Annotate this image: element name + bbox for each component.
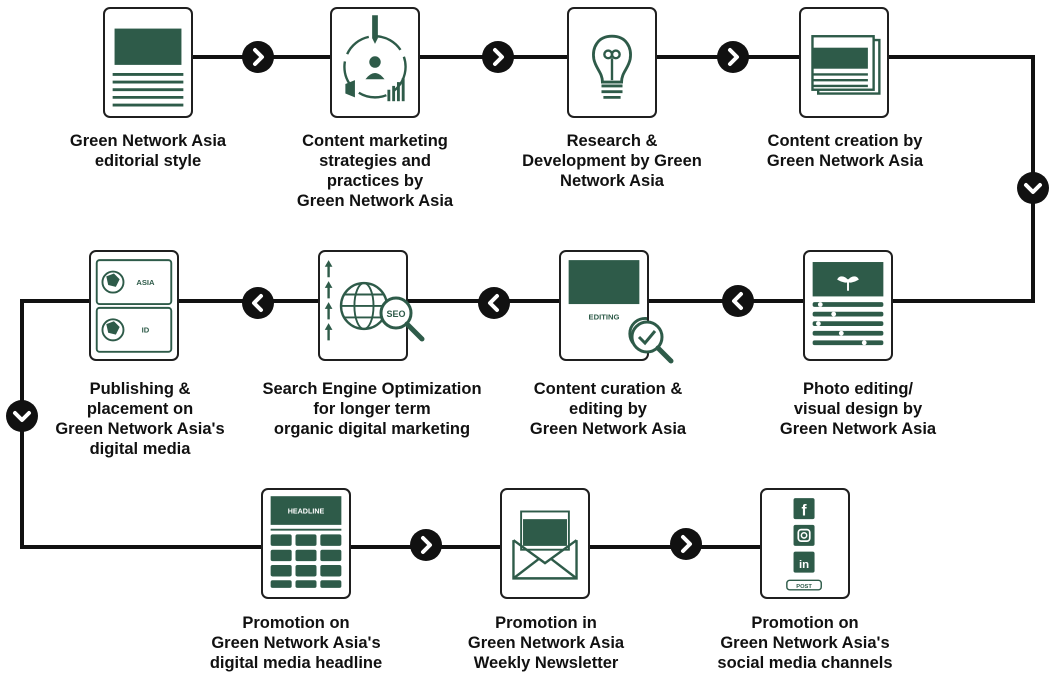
newspaper-icon — [811, 35, 881, 95]
card-content-creation — [799, 7, 889, 118]
arrow-left-icon — [722, 285, 754, 317]
arrow-right-icon — [717, 41, 749, 73]
arrow-left-icon — [242, 287, 274, 319]
card-photo-editing — [803, 250, 893, 361]
card-content-strategies — [330, 7, 420, 118]
newsletter-envelope-icon — [512, 510, 578, 580]
arrow-right-icon — [242, 41, 274, 73]
step-2-caption: Content marketing strategies and practic… — [296, 132, 454, 210]
card-research-development — [567, 7, 657, 118]
arrow-down-icon — [6, 400, 38, 432]
arrow-right-icon — [482, 41, 514, 73]
step-11-caption: Promotion on Green Network Asia's social… — [717, 614, 893, 672]
arrow-down-icon — [1017, 172, 1049, 204]
arrow-right-icon — [410, 529, 442, 561]
card-headline: HEADLINE — [261, 488, 351, 599]
step-10-caption: Promotion in Green Network Asia Weekly N… — [467, 614, 625, 672]
step-5-caption: Photo editing/ visual design by Green Ne… — [779, 380, 937, 438]
step-6-caption: Content curation & editing by Green Netw… — [529, 380, 687, 438]
facebook-icon: f — [801, 502, 807, 519]
linkedin-icon: in — [799, 559, 809, 571]
arrow-right-icon — [670, 528, 702, 560]
card-seo — [318, 250, 408, 361]
arrow-left-icon — [478, 287, 510, 319]
step-3-caption: Research & Development by Green Network … — [522, 132, 702, 190]
headline-label: HEADLINE — [288, 507, 325, 515]
card-newsletter — [500, 488, 590, 599]
card-social-media: f in POST — [760, 488, 850, 599]
publish-flags-icon: ASIA ID — [95, 259, 173, 353]
photo-layout-icon — [812, 262, 884, 346]
id-label: ID — [142, 326, 150, 335]
card-publishing: ASIA ID — [89, 250, 179, 361]
document-icon — [112, 28, 184, 107]
post-label: POST — [796, 584, 812, 590]
headline-grid-icon: HEADLINE — [270, 496, 342, 588]
social-media-icon: f in POST — [786, 498, 822, 591]
seo-label: SEO — [386, 309, 405, 319]
step-9-caption: Promotion on Green Network Asia's digita… — [209, 614, 383, 672]
seo-magnifier-icon: SEO — [379, 296, 425, 342]
magnifier-handle-icon — [630, 320, 674, 364]
lightbulb-icon — [592, 34, 632, 99]
asia-label: ASIA — [136, 278, 155, 287]
step-1-caption: Green Network Asia editorial style — [69, 132, 227, 170]
step-8-caption: Publishing & placement on Green Network … — [55, 380, 225, 458]
step-4-caption: Content creation by Green Network Asia — [766, 132, 924, 170]
step-7-caption: Search Engine Optimization for longer te… — [262, 380, 482, 438]
card-editorial-style — [103, 7, 193, 118]
strategy-cycle-icon — [343, 15, 407, 102]
editing-label: EDITING — [589, 312, 620, 321]
